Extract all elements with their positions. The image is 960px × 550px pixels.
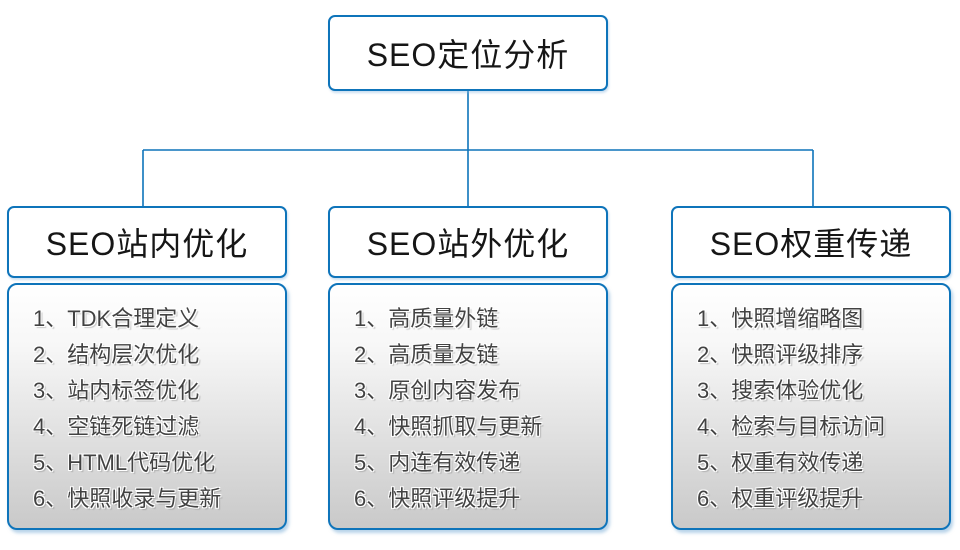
item-list: 1、TDK合理定义 2、结构层次优化 3、站内标签优化 4、空链死链过滤 5、H… — [33, 301, 279, 517]
list-item: 4、空链死链过滤 — [33, 414, 200, 439]
list-item: 5、内连有效传递 — [354, 450, 521, 475]
list-item: 2、快照评级排序 — [697, 342, 864, 367]
list-item: 1、快照增缩略图 — [697, 306, 864, 331]
list-item: 3、站内标签优化 — [33, 378, 200, 403]
branch-header-offsite-optimization: SEO站外优化 — [328, 206, 608, 278]
list-item: 4、检索与目标访问 — [697, 414, 886, 439]
branch-list-onsite-optimization: 1、TDK合理定义 2、结构层次优化 3、站内标签优化 4、空链死链过滤 5、H… — [7, 283, 287, 530]
list-item: 6、快照评级提升 — [354, 486, 521, 511]
list-item: 1、TDK合理定义 — [33, 306, 200, 331]
branch-header-label: SEO站内优化 — [45, 226, 249, 262]
list-item: 2、结构层次优化 — [33, 342, 200, 367]
branch-header-label: SEO站外优化 — [366, 226, 570, 262]
list-item: 6、权重评级提升 — [697, 486, 864, 511]
list-item: 6、快照收录与更新 — [33, 486, 222, 511]
list-item: 3、搜索体验优化 — [697, 378, 864, 403]
branch-header-weight-transfer: SEO权重传递 — [671, 206, 951, 278]
root-node-seo-positioning: SEO定位分析 — [328, 15, 608, 91]
list-item: 4、快照抓取与更新 — [354, 414, 543, 439]
item-list: 1、快照增缩略图 2、快照评级排序 3、搜索体验优化 4、检索与目标访问 5、权… — [697, 301, 943, 517]
list-item: 5、权重有效传递 — [697, 450, 864, 475]
list-item: 3、原创内容发布 — [354, 378, 521, 403]
branch-header-onsite-optimization: SEO站内优化 — [7, 206, 287, 278]
branch-header-label: SEO权重传递 — [709, 226, 913, 262]
list-item: 5、HTML代码优化 — [33, 450, 216, 475]
list-item: 1、高质量外链 — [354, 306, 499, 331]
root-node-label: SEO定位分析 — [366, 37, 570, 73]
list-item: 2、高质量友链 — [354, 342, 499, 367]
item-list: 1、高质量外链 2、高质量友链 3、原创内容发布 4、快照抓取与更新 5、内连有… — [354, 301, 600, 517]
branch-list-offsite-optimization: 1、高质量外链 2、高质量友链 3、原创内容发布 4、快照抓取与更新 5、内连有… — [328, 283, 608, 530]
branch-list-weight-transfer: 1、快照增缩略图 2、快照评级排序 3、搜索体验优化 4、检索与目标访问 5、权… — [671, 283, 951, 530]
